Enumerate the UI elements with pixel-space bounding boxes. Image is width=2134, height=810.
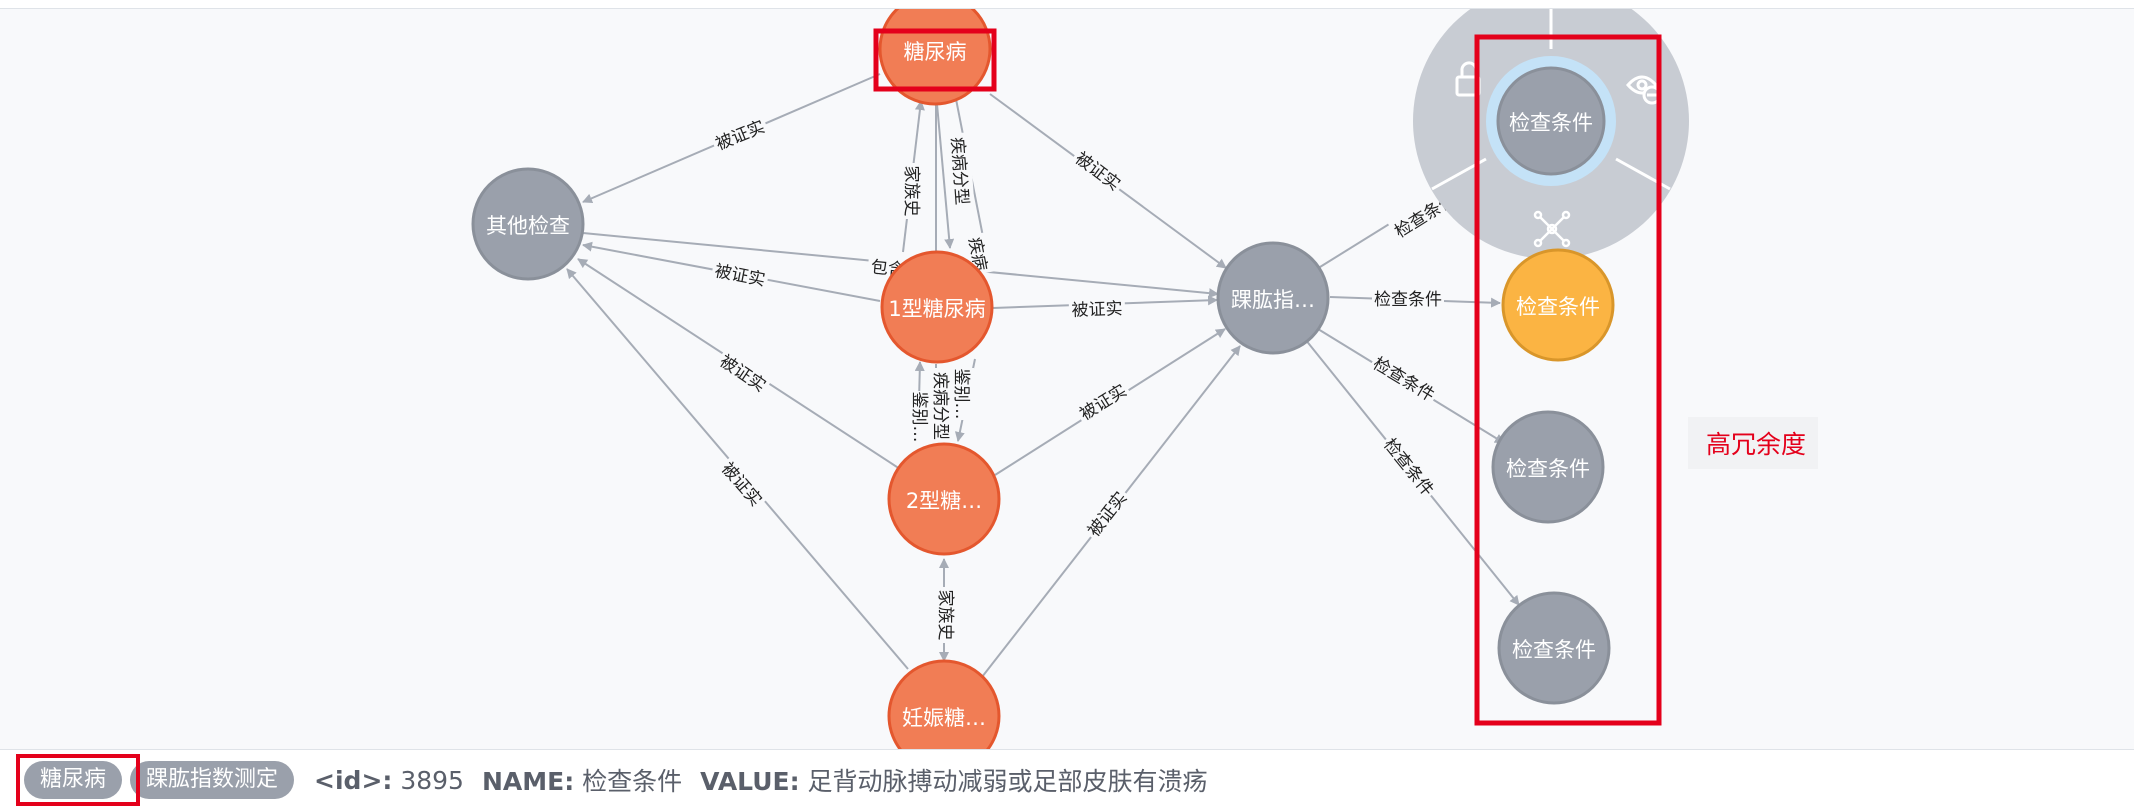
- edge-label: 检查条件: [1374, 290, 1442, 310]
- prop-name-value: 检查条件: [582, 767, 683, 796]
- node-label: 妊娠糖…: [902, 706, 986, 730]
- edge-label: 疾病分型: [947, 136, 972, 205]
- edge-label: 被证实: [1071, 299, 1123, 321]
- node-type2-diabetes[interactable]: 2型糖…: [887, 442, 1001, 556]
- edge-label: 鉴别…: [951, 369, 971, 420]
- prop-value: VALUE: 足背动脉搏动减弱或足部皮肤有溃疡: [700, 762, 1207, 798]
- prop-name-label: NAME:: [481, 767, 575, 796]
- graph-canvas[interactable]: 被证实 被证实 家族史 疾病分型 疾病 被证实 被证实 包含 被证实 被证实 鉴…: [0, 8, 2134, 750]
- prop-id: <id>: 3895: [314, 766, 464, 795]
- node-check-3[interactable]: 检查条件: [1491, 410, 1605, 524]
- highlight-box-tag: [16, 754, 140, 806]
- node-abi[interactable]: 踝肱指…: [1216, 241, 1330, 355]
- node-label: 2型糖…: [906, 489, 982, 513]
- annotation-bg: [1688, 417, 1818, 469]
- prop-value-value: 足背动脉搏动减弱或足部皮肤有溃疡: [807, 767, 1208, 796]
- edge-label: 鉴别…: [909, 392, 929, 443]
- node-check-yellow[interactable]: 检查条件: [1501, 248, 1615, 362]
- node-label: 检查条件: [1509, 111, 1593, 135]
- graph-view[interactable]: 被证实 被证实 家族史 疾病分型 疾病 被证实 被证实 包含 被证实 被证实 鉴…: [0, 9, 2134, 749]
- edge-label: 疾病分型: [930, 372, 950, 440]
- edge-label: 家族史: [935, 590, 955, 641]
- properties-footer: 糖尿病 踝肱指数测定 <id>: 3895 NAME: 检查条件 VALUE: …: [0, 750, 2134, 810]
- node-label: 检查条件: [1512, 638, 1596, 662]
- node-label: 其他检查: [486, 214, 570, 238]
- node-gestational-diabetes[interactable]: 妊娠糖…: [887, 659, 1001, 749]
- node-check-4[interactable]: 检查条件: [1497, 591, 1611, 705]
- node-label: 糖尿病: [904, 40, 967, 64]
- node-other-exam[interactable]: 其他检查: [471, 167, 585, 281]
- edge-diabetes-type1-type[interactable]: [935, 92, 955, 249]
- prop-value-label: VALUE:: [700, 767, 800, 796]
- node-check-selected[interactable]: 检查条件: [1486, 56, 1616, 186]
- node-label: 1型糖尿病: [888, 297, 985, 321]
- tag-diabetes[interactable]: 糖尿病: [24, 761, 123, 799]
- prop-id-label: <id>:: [314, 765, 393, 795]
- edge-label: 检查条件: [1379, 435, 1437, 500]
- tag-diabetes-wrap: 糖尿病: [16, 754, 140, 806]
- prop-name: NAME: 检查条件: [482, 762, 682, 798]
- node-type1-diabetes[interactable]: 1型糖尿病: [880, 250, 994, 364]
- tag-abi-measurement[interactable]: 踝肱指数测定: [130, 761, 295, 799]
- node-label: 检查条件: [1506, 457, 1590, 481]
- edge-label: 家族史: [901, 166, 921, 217]
- node-label: 检查条件: [1516, 295, 1600, 319]
- redundancy-annotation: 高冗余度: [1706, 430, 1806, 459]
- highlight-box-diabetes: [873, 28, 997, 92]
- expand-network-icon[interactable]: [1533, 210, 1571, 248]
- prop-id-value: 3895: [400, 765, 464, 795]
- highlight-box-check-nodes: [1474, 34, 1662, 726]
- node-label: 踝肱指…: [1231, 288, 1315, 312]
